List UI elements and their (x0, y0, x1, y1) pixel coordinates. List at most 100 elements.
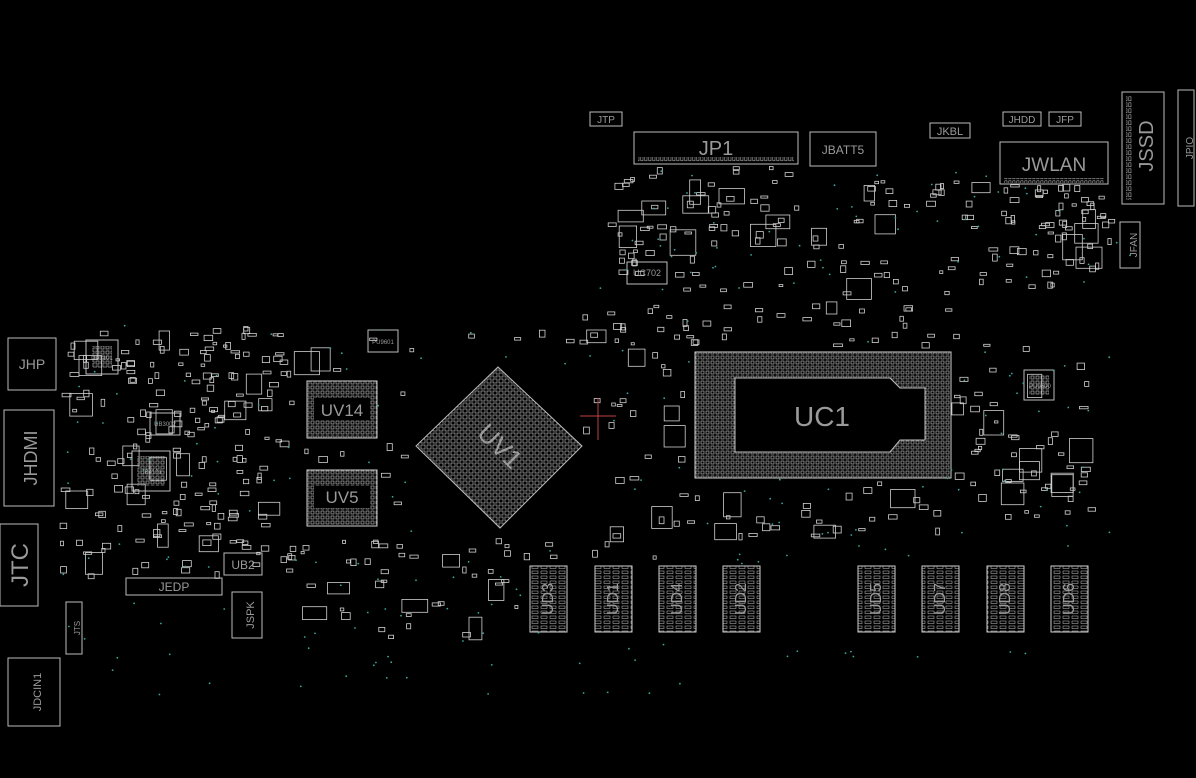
via (299, 685, 302, 688)
passive-pad (468, 548, 477, 553)
passive-pad (59, 522, 68, 530)
connector-jssd[interactable]: JSSD (1121, 91, 1165, 205)
passive-pad (959, 396, 967, 405)
passive-pad (769, 166, 774, 171)
connector-jhp[interactable]: JHP (7, 337, 57, 391)
connector-jfp[interactable]: JFP (1048, 111, 1082, 127)
connector-jwlan[interactable]: JWLAN (999, 141, 1109, 185)
passive-pad (959, 376, 969, 382)
passive-pad (1053, 270, 1060, 275)
passive-pad (983, 343, 991, 347)
via (477, 612, 480, 614)
connector-jedp[interactable]: JEDP (125, 577, 223, 596)
passive-pad (718, 188, 745, 205)
connector-jhdd[interactable]: JHDD (1002, 111, 1042, 127)
passive-pad (684, 231, 692, 235)
passive-pad (233, 412, 242, 418)
connector-jtp[interactable]: JTP (589, 111, 623, 127)
passive-pad (699, 284, 707, 288)
via (482, 632, 484, 635)
passive-pad (902, 286, 908, 292)
memory-ud6[interactable]: UD6 (1050, 565, 1089, 633)
passive-pad (369, 337, 378, 342)
chip-ub2[interactable]: UB2 (223, 552, 263, 576)
via (628, 647, 630, 650)
memory-ud2[interactable]: UD2 (722, 565, 761, 633)
passive-pad (127, 417, 135, 423)
via (855, 529, 857, 531)
connector-jhdmi[interactable]: JHDMI (3, 409, 55, 507)
passive-pad (720, 224, 728, 232)
passive-pad (204, 354, 211, 362)
passive-pad (129, 377, 136, 383)
chip-uv14[interactable]: UV14 (306, 380, 378, 439)
chip-uc702[interactable]: UC702 (626, 261, 668, 285)
via (1010, 372, 1013, 375)
passive-pad (310, 347, 331, 372)
passive-pad (994, 420, 999, 424)
passive-pad (1009, 246, 1020, 255)
memory-ud8[interactable]: UD8 (986, 565, 1025, 633)
memory-ud1[interactable]: UD1 (594, 565, 633, 633)
passive-pad (723, 211, 730, 216)
memory-ud5[interactable]: UD5 (857, 565, 896, 633)
memory-ud4[interactable]: UD4 (658, 565, 697, 633)
connector-jtc[interactable]: JTC (0, 523, 39, 607)
connector-jpio[interactable]: JPIO (1177, 89, 1196, 207)
passive-pad (1087, 507, 1096, 512)
connector-jts[interactable]: JTS (65, 601, 83, 655)
via (462, 640, 464, 642)
passive-pad (209, 407, 219, 413)
via (973, 195, 976, 198)
passive-pad (99, 330, 109, 337)
connector-jp1[interactable]: JP1 (633, 131, 799, 165)
passive-pad (750, 198, 758, 204)
passive-pad (207, 487, 217, 492)
via (190, 475, 193, 477)
via (446, 607, 449, 610)
passive-pad (227, 401, 236, 408)
chip-uc1[interactable]: UC1 (694, 351, 952, 479)
passive-pad (856, 218, 864, 224)
passive-pad (194, 492, 203, 496)
passive-pad (869, 516, 876, 522)
chip-uv1[interactable]: UV1 (415, 366, 583, 529)
passive-pad (1076, 362, 1085, 371)
via (771, 523, 774, 525)
passive-pad (978, 493, 987, 502)
memory-ud7[interactable]: UD7 (921, 565, 960, 633)
via (741, 562, 743, 565)
connector-jbatt5[interactable]: JBATT5 (809, 131, 877, 167)
passive-pad (1065, 259, 1074, 266)
passive-pad (117, 458, 125, 464)
passive-pad (280, 371, 287, 376)
passive-pad (185, 372, 191, 378)
chip-pu9601[interactable]: PU9601 (367, 329, 399, 353)
via (634, 488, 636, 490)
connector-jdcin1[interactable]: JDCIN1 (7, 657, 61, 727)
chip-uv5[interactable]: UV5 (306, 469, 378, 527)
connector-jfan[interactable]: JFAN (1119, 221, 1141, 269)
passive-pad (214, 571, 220, 579)
label-jspk: JSPK (245, 601, 257, 629)
label-ua3101: UA3101 (91, 356, 113, 362)
passive-pad (272, 333, 279, 337)
passive-pad (380, 472, 391, 478)
passive-pad (954, 472, 965, 480)
connector-jspk[interactable]: JSPK (231, 591, 263, 639)
chip-pu9600[interactable]: PU9600 (1023, 369, 1055, 401)
chip-ub4101[interactable]: UB4101 (131, 450, 171, 492)
via (955, 171, 957, 174)
via (1108, 356, 1111, 359)
memory-ud3[interactable]: UD3 (529, 565, 568, 633)
via (984, 414, 987, 417)
chip-ub3002[interactable]: UB3002 (149, 412, 181, 436)
label-ud5: UD5 (868, 583, 885, 615)
passive-pad (345, 559, 351, 564)
passive-pad (140, 409, 147, 417)
connector-jkbl[interactable]: JKBL (929, 122, 971, 139)
passive-pad (951, 402, 964, 416)
passive-pad (189, 407, 196, 413)
passive-pad (1037, 185, 1042, 193)
